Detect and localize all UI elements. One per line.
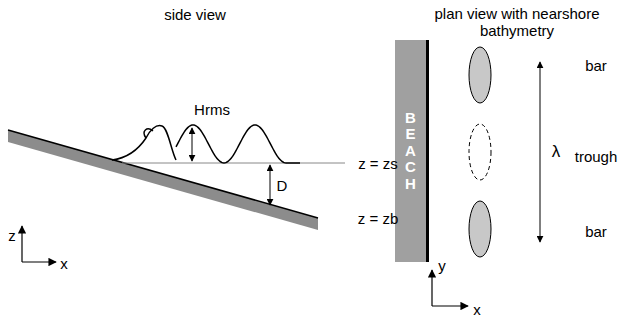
- wave: [176, 125, 300, 163]
- depth-label: D: [277, 177, 288, 194]
- z-axis: [21, 226, 22, 262]
- still-water-line: [122, 163, 345, 164]
- feature-label: bar: [585, 223, 607, 240]
- bar-shape: [469, 201, 491, 257]
- beach-label: BEACH: [403, 110, 418, 193]
- wavelength-label: λ: [552, 142, 561, 162]
- water-level-label: z = zs: [358, 155, 398, 172]
- wave-curl: [144, 129, 153, 138]
- wave-height-label: Hrms: [194, 101, 230, 118]
- x-axis: [22, 261, 56, 262]
- bar-shape: [469, 47, 491, 103]
- view-title: side view: [164, 6, 226, 23]
- depth-arrow: [270, 165, 271, 205]
- breaking-wave: [112, 126, 176, 160]
- axis-label: z: [8, 227, 16, 244]
- y-axis: [431, 270, 432, 306]
- trough-shape: [469, 124, 491, 180]
- axis-label: x: [60, 255, 68, 272]
- axis-label: x: [473, 301, 481, 318]
- bed-line: [8, 130, 318, 218]
- axis-label: y: [438, 257, 446, 274]
- bed-level-label: z = zb: [358, 210, 398, 227]
- feature-label: trough: [575, 148, 618, 165]
- wavelength-arrow: [540, 62, 541, 242]
- view-title: plan view with nearshore bathymetry: [417, 5, 617, 40]
- feature-label: bar: [585, 57, 607, 74]
- x-axis: [432, 305, 468, 306]
- beach-strip: BEACH: [395, 40, 429, 262]
- hrms-arrow: [192, 128, 193, 161]
